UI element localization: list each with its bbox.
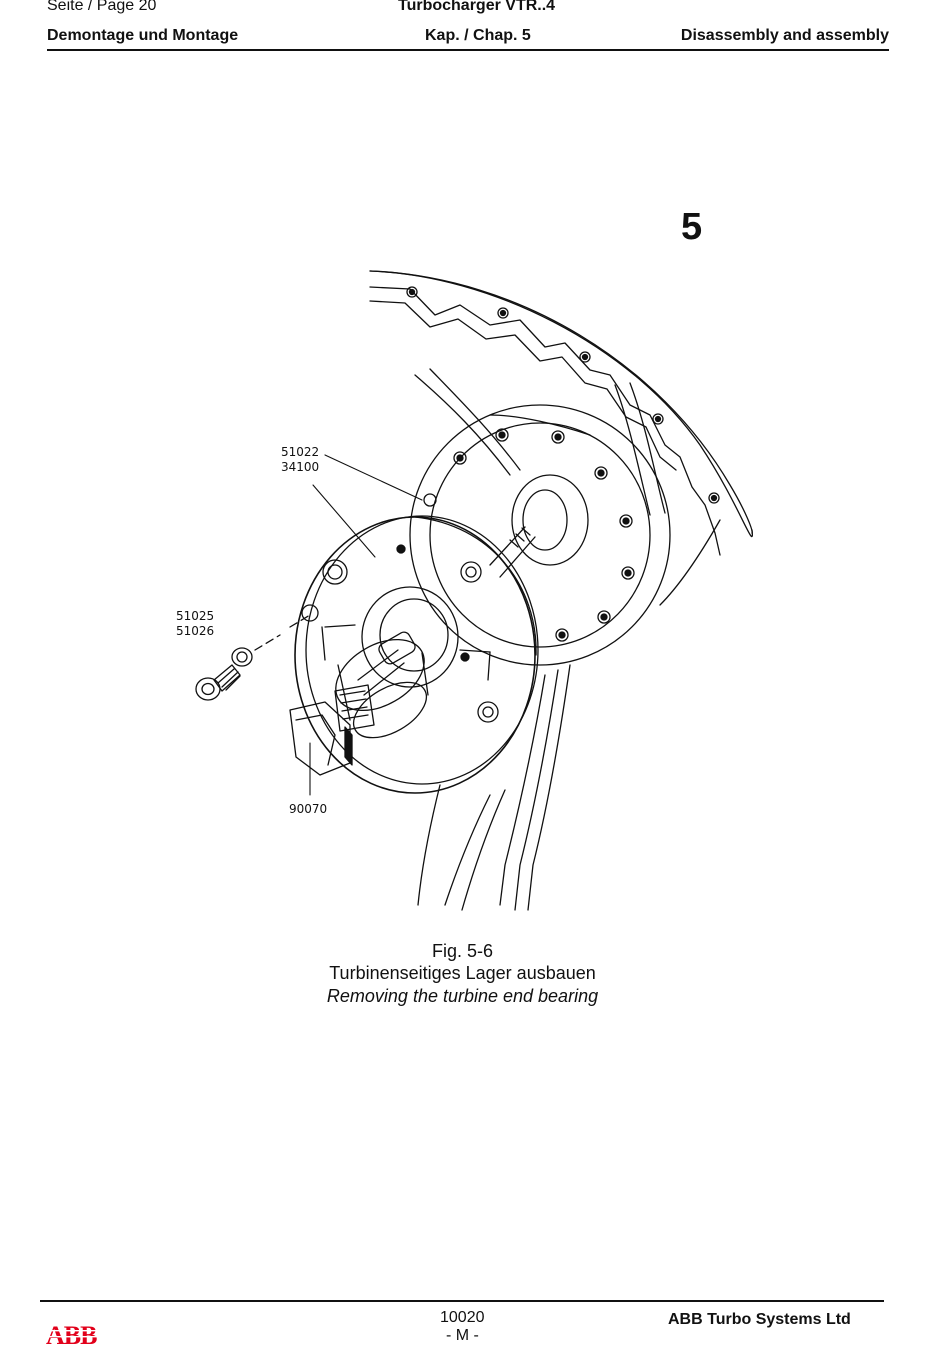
bearing-housing-flange (409, 404, 671, 666)
screw-and-washer (195, 614, 311, 701)
header-rule (47, 49, 889, 51)
company-name: ABB Turbo Systems Ltd (668, 1311, 851, 1328)
part-label-51026: 51026 (176, 624, 214, 638)
chapter-number: 5 (681, 206, 703, 248)
chapter-label: Kap. / Chap. 5 (425, 27, 531, 44)
figure-caption-de: Turbinenseitiges Lager ausbauen (329, 963, 596, 983)
footer-rule (40, 1300, 884, 1302)
page-number: Seite / Page 20 (47, 0, 157, 14)
figure-number: Fig. 5-6 (431, 941, 494, 961)
part-label-34100: 34100 (281, 460, 319, 474)
section-title-en: Disassembly and assembly (680, 27, 889, 44)
casing-flange (369, 270, 754, 606)
section-title-de: Demontage und Montage (47, 27, 239, 44)
revision-label: - M - (446, 1327, 479, 1344)
abb-logo: ABB (46, 1322, 106, 1348)
puller-disc (294, 515, 539, 794)
part-label-51025: 51025 (176, 609, 214, 623)
document-number: 10020 (440, 1309, 485, 1326)
casing-struts (417, 664, 571, 911)
bearing-removal-drawing: 51022 34100 51025 51026 90070 (176, 270, 754, 911)
spindle-assembly (289, 631, 429, 776)
part-label-51022: 51022 (281, 445, 319, 459)
svg-text:ABB: ABB (46, 1322, 97, 1348)
part-label-90070: 90070 (289, 802, 327, 816)
document-title: Turbocharger VTR..4 (398, 0, 556, 14)
figure-caption-en: Removing the turbine end bearing (326, 986, 599, 1006)
leader-lines (309, 454, 423, 796)
